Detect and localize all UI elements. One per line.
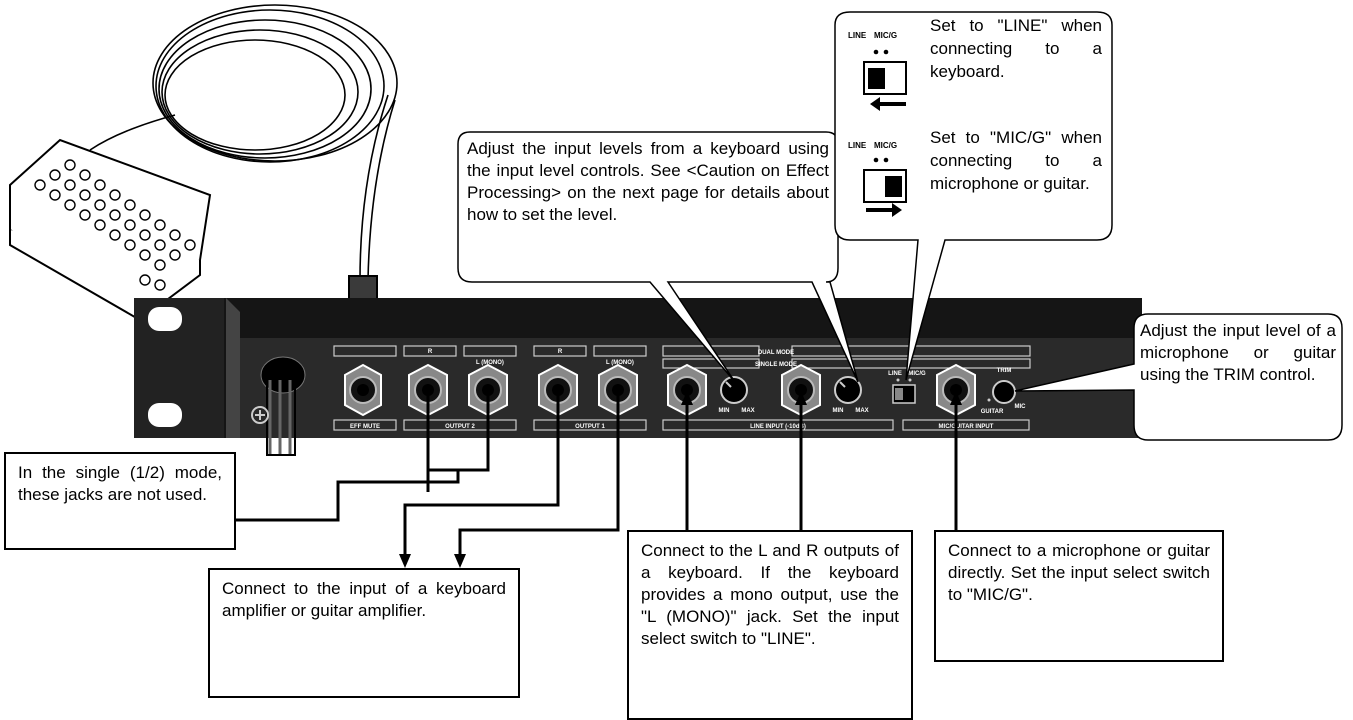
svg-text:LINE: LINE: [848, 31, 867, 40]
footswitch-icon: [9, 138, 212, 322]
label-mic-g: MIC/G: [908, 371, 926, 377]
switch-mic-icon: LINE MIC/G: [848, 141, 907, 217]
label-min: MIN: [719, 408, 730, 414]
jack-line-input-l: [781, 363, 821, 417]
trim-knob-icon: [992, 380, 1016, 404]
label-line-input: LINE INPUT (-10dB): [750, 424, 806, 430]
label-line: LINE: [888, 371, 902, 377]
label-output2: OUTPUT 2: [445, 424, 475, 430]
callout-keyboard-connect: Connect to the L and R outputs of a keyb…: [627, 530, 913, 720]
cable-coil-icon: [89, 4, 398, 281]
label-dual-mode: DUAL MODE: [758, 350, 794, 356]
rear-panel: EFF MUTE OUTPUT 2 OUTPUT 1 R L (MONO) R …: [134, 298, 1142, 456]
callout-bubble-trim: [1014, 313, 1343, 441]
jack-output2-l: [468, 363, 508, 417]
jack-output1-l: [598, 363, 638, 417]
callout-amp-connect: Connect to the input of a keyboard ampli…: [208, 568, 520, 698]
label-guitar: GUITAR: [981, 409, 1004, 415]
callout-key-level: Adjust the input levels from a keyboard …: [467, 139, 829, 224]
label-single-mode: SINGLE MODE: [755, 362, 797, 368]
switch-line-icon: LINE MIC/G: [848, 31, 907, 111]
label-max: MAX: [855, 408, 868, 414]
label-l-mono: L (MONO): [606, 360, 634, 366]
connection-lines: [236, 395, 958, 556]
arrow-heads: [399, 391, 962, 568]
callout-trim-level: Adjust the input level of a microphone o…: [1140, 321, 1336, 384]
label-mic: MIC: [1015, 404, 1027, 410]
label-l-mono: L (MONO): [476, 360, 504, 366]
label-max: MAX: [741, 408, 754, 414]
label-r: R: [558, 349, 563, 355]
label-trim: TRIM: [997, 368, 1012, 374]
jack-eff-mute: [344, 363, 382, 417]
label-min: MIN: [833, 408, 844, 414]
callout-switch-mic: Set to "MIC/G" when connecting to a micr…: [930, 128, 1102, 193]
callout-mic-connect: Connect to a microphone or guitar direct…: [934, 530, 1224, 662]
callout-single-mode: In the single (1/2) mode, these jacks ar…: [4, 452, 236, 550]
svg-text:LINE: LINE: [848, 141, 867, 150]
svg-text:MIC/G: MIC/G: [874, 31, 897, 40]
label-eff-mute: EFF MUTE: [350, 424, 380, 430]
callout-switch-line: Set to "LINE" when connecting to a keybo…: [930, 16, 1102, 81]
label-mic-guitar-input: MIC/GUITAR INPUT: [939, 424, 994, 430]
label-r: R: [428, 349, 433, 355]
label-output1: OUTPUT 1: [575, 424, 605, 430]
svg-text:MIC/G: MIC/G: [874, 141, 897, 150]
